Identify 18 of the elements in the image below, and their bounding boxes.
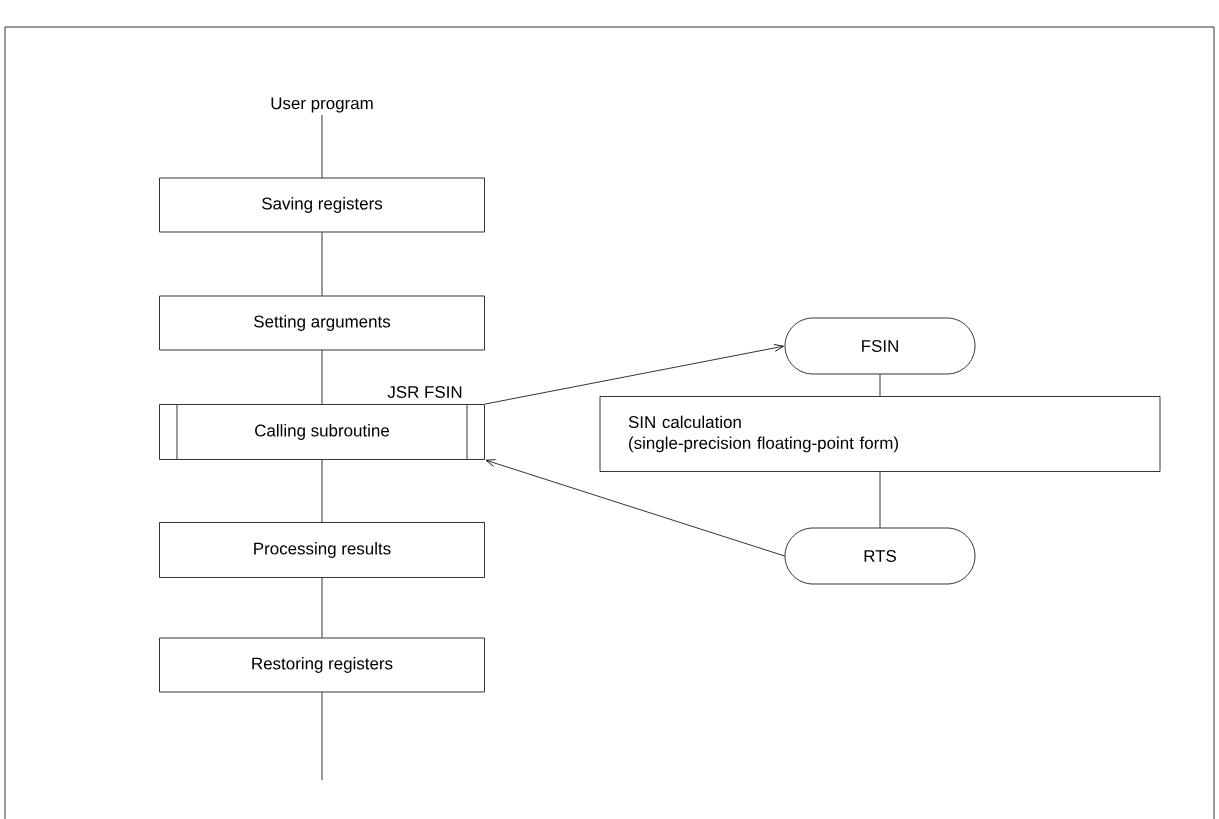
edge-label: JSR FSIN	[386, 385, 464, 399]
arrow	[485, 459, 785, 557]
connector-line	[321, 114, 323, 178]
connector-line	[321, 577, 323, 638]
connector-line	[321, 350, 323, 405]
connector-line	[321, 459, 323, 523]
process-box: Setting arguments	[159, 295, 485, 351]
connector-line	[321, 232, 323, 296]
process-box: Processing results	[159, 522, 485, 578]
connector-line	[321, 692, 323, 781]
arrow	[484, 344, 784, 405]
subroutine-box: Calling subroutine	[159, 404, 485, 460]
process-box: Restoring registers	[159, 637, 485, 693]
start-label: User program	[271, 97, 373, 113]
process-box: SIN calculation (single-precision floating-point form)	[599, 396, 1161, 472]
connector-line	[879, 374, 881, 397]
connector-line	[879, 471, 881, 528]
process-box: Saving registers	[159, 177, 485, 233]
